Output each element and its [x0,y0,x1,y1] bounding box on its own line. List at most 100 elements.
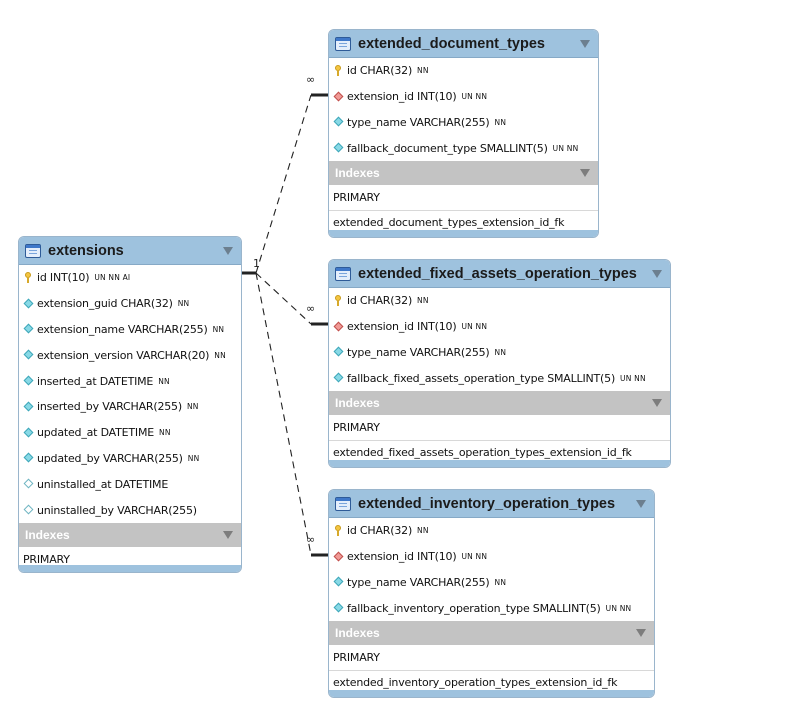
foreign-key-diamond-icon [333,551,345,563]
column-row[interactable]: updated_by VARCHAR(255)NN [19,446,241,472]
column-row[interactable]: fallback_document_type SMALLINT(5)UN NN [329,135,598,161]
column-flags: UN NN [461,552,488,562]
table-name: extended_document_types [358,35,545,52]
indexes-header[interactable]: Indexes [329,161,598,186]
column-flags: UN NN [552,143,579,153]
table-footer [329,690,654,697]
column-name: extension_version VARCHAR(20) [37,348,210,362]
column-name: inserted_at DATETIME [37,374,154,388]
column-list: id CHAR(32)NN extension_id INT(10)UN NN … [329,58,598,161]
relation-line-fixed-assets-types [255,272,312,325]
column-diamond-icon [23,427,35,439]
column-name: extension_name VARCHAR(255) [37,322,208,336]
column-name: type_name VARCHAR(255) [347,345,490,359]
many-label-inventory-types: ∞ [306,533,315,546]
column-flags: NN [186,402,199,412]
table-name: extensions [48,242,124,259]
relation-line-document-types [255,94,312,274]
indexes-header[interactable]: Indexes [329,391,670,416]
collapse-caret-icon[interactable] [580,39,590,48]
column-flags: NN [417,526,429,536]
column-row[interactable]: extension_guid CHAR(32) NN [19,291,241,317]
index-row[interactable]: extended_fixed_assets_operation_types_ex… [329,439,670,465]
column-row[interactable]: fallback_inventory_operation_type SMALLI… [329,595,654,621]
collapse-caret-icon[interactable] [223,246,233,255]
index-list: PRIMARY extended_fixed_assets_operation_… [329,415,670,464]
column-row[interactable]: type_name VARCHAR(255)NN [329,570,654,596]
column-flags: NN [494,347,507,357]
column-name: updated_at DATETIME [37,426,155,440]
column-diamond-icon [333,602,345,614]
column-row[interactable]: fallback_fixed_assets_operation_type SMA… [329,365,670,391]
column-row[interactable]: type_name VARCHAR(255)NN [329,110,598,136]
column-name: extension_guid CHAR(32) [37,297,173,311]
column-row[interactable]: uninstalled_by VARCHAR(255) [19,497,241,523]
collapse-caret-icon[interactable] [652,269,662,278]
column-list: id INT(10)UN NN AI extension_guid CHAR(3… [19,265,241,523]
column-name: type_name VARCHAR(255) [347,575,490,589]
indexes-label: Indexes [335,166,380,181]
column-flags: NN [158,376,170,386]
table-header[interactable]: extensions [19,237,241,265]
column-name: uninstalled_at DATETIME [37,477,169,491]
column-row[interactable]: type_name VARCHAR(255) NN [329,340,670,366]
indexes-header[interactable]: Indexes [329,621,654,646]
collapse-caret-icon[interactable] [652,399,662,408]
column-diamond-icon [333,116,345,128]
index-list: PRIMARY extended_document_types_extensio… [329,185,598,234]
table-icon [335,36,351,51]
index-row[interactable]: extended_document_types_extension_id_fk [329,209,598,235]
many-label-document-types: ∞ [306,73,315,86]
indexes-header[interactable]: Indexes [19,522,241,547]
column-row[interactable]: id CHAR(32)NN [329,58,598,84]
collapse-caret-icon[interactable] [580,169,590,178]
column-flags: NN [417,296,429,306]
column-diamond-icon [23,349,35,361]
table-header[interactable]: extended_inventory_operation_types [329,490,654,518]
column-name: uninstalled_by VARCHAR(255) [37,503,197,517]
index-row[interactable]: PRIMARY [333,650,380,664]
table-name: extended_inventory_operation_types [358,495,616,512]
table-name: extended_fixed_assets_operation_types [358,265,637,282]
column-row[interactable]: id CHAR(32) NN [329,518,654,544]
column-row[interactable]: id CHAR(32)NN [329,288,670,314]
column-row[interactable]: extension_version VARCHAR(20)NN [19,342,241,368]
column-flags: NN [177,299,190,309]
collapse-caret-icon[interactable] [636,499,646,508]
column-row[interactable]: extension_id INT(10) UN NN [329,544,654,570]
column-row[interactable]: extension_name VARCHAR(255) NN [19,317,241,343]
column-flags: UN NN [605,603,632,613]
table-header[interactable]: extended_document_types [329,30,598,58]
column-row[interactable]: id INT(10)UN NN AI [19,265,241,291]
column-flags: NN [417,66,429,76]
column-row[interactable]: inserted_by VARCHAR(255)NN [19,394,241,420]
column-row[interactable]: extension_id INT(10)UN NN [329,84,598,110]
column-row[interactable]: inserted_at DATETIME NN [19,368,241,394]
column-name: extension_id INT(10) [347,550,457,564]
column-name: fallback_fixed_assets_operation_type SMA… [347,371,616,385]
table-extended-document-types[interactable]: extended_document_types id CHAR(32)NN ex… [328,29,599,238]
indexes-label: Indexes [335,626,380,641]
index-row[interactable]: PRIMARY [23,552,70,566]
foreign-key-diamond-icon [333,91,345,103]
index-row[interactable]: extended_inventory_operation_types_exten… [329,669,654,695]
index-list: PRIMARY [19,547,241,572]
column-flags: NN [212,324,225,334]
table-extended-inventory-operation-types[interactable]: extended_inventory_operation_types id CH… [328,489,655,698]
collapse-caret-icon[interactable] [223,530,233,539]
column-name: extension_id INT(10) [347,320,457,334]
table-extensions[interactable]: extensions id INT(10)UN NN AI extension_… [18,236,242,573]
column-row[interactable]: uninstalled_at DATETIME [19,471,241,497]
column-diamond-icon [333,576,345,588]
column-name: id CHAR(32) [347,524,413,538]
table-extended-fixed-assets-operation-types[interactable]: extended_fixed_assets_operation_types id… [328,259,671,468]
index-row[interactable]: PRIMARY [333,190,380,204]
column-row[interactable]: extension_id INT(10)UN NN [329,314,670,340]
index-row[interactable]: PRIMARY [333,420,380,434]
column-flags: UN NN [620,373,646,383]
primary-key-icon [333,64,345,77]
table-header[interactable]: extended_fixed_assets_operation_types [329,260,670,288]
collapse-caret-icon[interactable] [636,629,646,638]
